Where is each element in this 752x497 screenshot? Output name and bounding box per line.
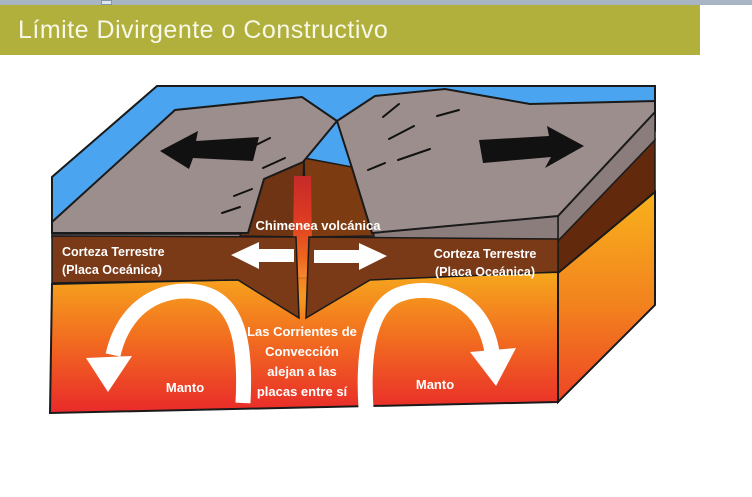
- convection-arrow-left: [86, 283, 252, 404]
- plate-motion-arrow-left: [160, 131, 259, 169]
- slide-title-bar: Límite Divirgente o Constructivo: [0, 5, 700, 55]
- page-title: Límite Divirgente o Constructivo: [18, 16, 389, 44]
- fracture-lines: [221, 103, 460, 214]
- spreading-arrow-left: [231, 242, 294, 269]
- convection-arrow-right: [357, 282, 516, 409]
- plate-motion-arrow-right: [479, 126, 584, 168]
- plate-surface-left: [51, 95, 339, 234]
- spreading-arrow-right: [314, 243, 387, 270]
- top-strip: [0, 0, 752, 5]
- top-strip-marker: [101, 0, 112, 5]
